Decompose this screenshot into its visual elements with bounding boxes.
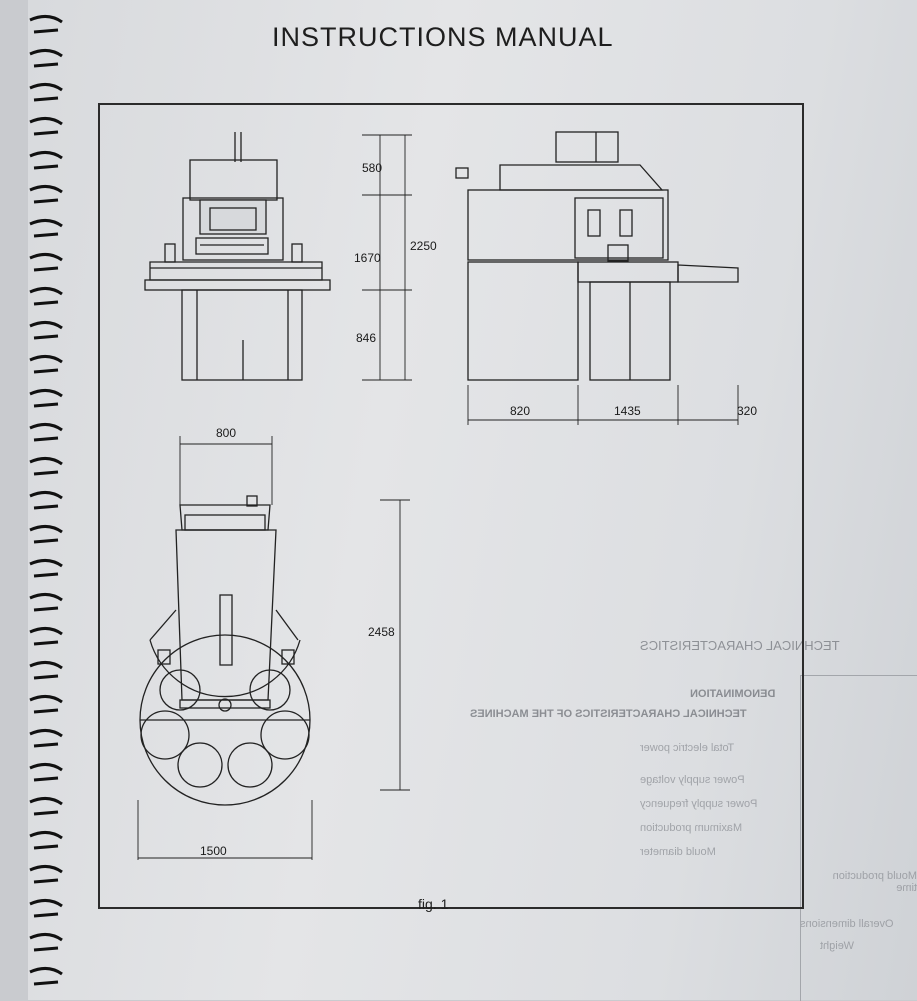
dim-upper-height: 1670 xyxy=(354,251,381,265)
spiral-coil xyxy=(29,49,63,68)
spiral-coil xyxy=(29,321,63,340)
spiral-coil xyxy=(29,389,63,408)
dim-side-left: 820 xyxy=(510,404,530,418)
spiral-binding xyxy=(29,15,63,986)
spiral-coil xyxy=(29,491,63,510)
dim-plan-depth: 2458 xyxy=(368,625,395,639)
spiral-coil xyxy=(29,797,63,816)
page-title: INSTRUCTIONS MANUAL xyxy=(272,22,614,52)
side-dimension-lines xyxy=(467,385,739,425)
dim-top-height: 580 xyxy=(362,161,382,175)
spiral-coil xyxy=(29,287,63,306)
front-view xyxy=(144,132,331,381)
dim-side-middle: 1435 xyxy=(614,404,641,418)
spiral-coil xyxy=(29,865,63,884)
spiral-coil xyxy=(29,933,63,952)
spiral-coil xyxy=(29,831,63,850)
front-dimension-lines xyxy=(362,134,412,381)
figure-frame xyxy=(98,103,804,909)
manual-page xyxy=(28,0,917,1000)
spiral-coil xyxy=(29,661,63,680)
dim-plan-base-width: 1500 xyxy=(200,844,227,858)
spiral-coil xyxy=(29,355,63,374)
spiral-coil xyxy=(29,899,63,918)
spiral-coil xyxy=(29,423,63,442)
spiral-coil xyxy=(29,83,63,102)
spiral-coil xyxy=(29,185,63,204)
plan-dimension-lines xyxy=(137,436,410,860)
spiral-coil xyxy=(29,525,63,544)
spiral-coil xyxy=(29,695,63,714)
dim-plan-width: 800 xyxy=(216,426,236,440)
spiral-coil xyxy=(29,151,63,170)
dim-lower-height: 846 xyxy=(356,331,376,345)
spiral-coil xyxy=(29,593,63,612)
spiral-coil xyxy=(29,15,63,34)
spiral-coil xyxy=(29,253,63,272)
spiral-coil xyxy=(29,763,63,782)
dim-side-right: 320 xyxy=(737,404,757,418)
spiral-coil xyxy=(29,729,63,748)
figure-caption: fig. 1 xyxy=(418,896,449,912)
spiral-coil xyxy=(29,117,63,136)
dim-total-height: 2250 xyxy=(410,239,437,253)
plan-view xyxy=(139,495,311,806)
spiral-coil xyxy=(29,559,63,578)
side-view xyxy=(455,131,739,381)
spiral-coil xyxy=(29,457,63,476)
spiral-coil xyxy=(29,627,63,646)
spiral-coil xyxy=(29,967,63,986)
spiral-coil xyxy=(29,219,63,238)
bleed-table-outline xyxy=(800,675,917,1001)
